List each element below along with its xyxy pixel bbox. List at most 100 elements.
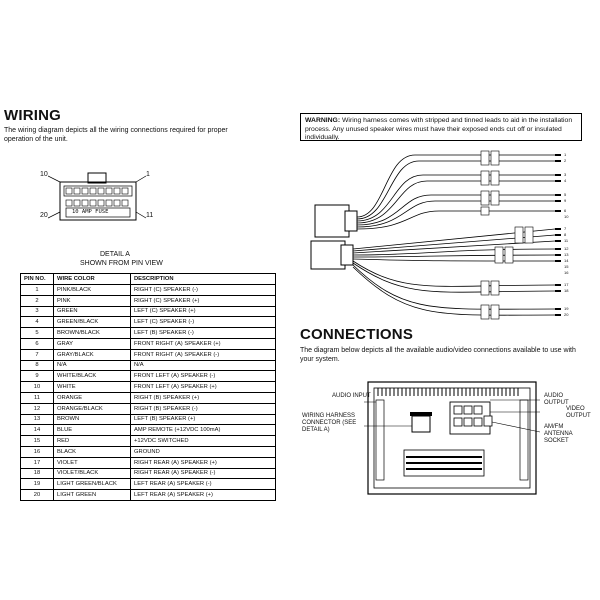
wire-color-cell: PINK (53, 294, 131, 307)
harness-pin-1: 1 (564, 152, 567, 157)
connector-detail-diagram (48, 172, 147, 221)
harness-pin-10: 10 (564, 214, 569, 219)
wire-color-cell: GREEN/BLACK (53, 316, 131, 329)
pin-number-cell: 17 (20, 456, 54, 469)
pin-number-cell: 6 (20, 337, 54, 350)
harness-pin-13: 13 (564, 252, 569, 257)
wiring-harness-diagram (310, 150, 561, 320)
harness-pin-5: 5 (564, 192, 567, 197)
pin-number-cell: 12 (20, 402, 54, 415)
pin-number-cell: 2 (20, 294, 54, 307)
wire-color-cell: PINK/BLACK (53, 284, 131, 296)
description-cell: RIGHT (B) SPEAKER (-) (130, 402, 276, 415)
pin-number-cell: 13 (20, 413, 54, 426)
antenna-socket-label: AM/FM ANTENNA SOCKET (544, 424, 573, 444)
back-panel-diagram (364, 381, 540, 495)
description-cell: AMP REMOTE (+12VDC 100mA) (130, 424, 276, 437)
description-cell: FRONT LEFT (A) SPEAKER (-) (130, 370, 276, 383)
pin-number-cell: 11 (20, 391, 54, 404)
pin-number-cell: 18 (20, 467, 54, 480)
description-cell: RIGHT (C) SPEAKER (-) (130, 284, 276, 296)
wiring-description: The wiring diagram depicts all the wirin… (4, 127, 228, 143)
wire-color-cell: BLUE (53, 424, 131, 437)
warning-label: WARNING: (305, 117, 341, 124)
description-cell: RIGHT REAR (A) SPEAKER (+) (130, 456, 276, 469)
pin-number-cell: 16 (20, 445, 54, 458)
detail-caption-2: SHOWN FROM PIN VIEW (80, 260, 163, 267)
wire-color-cell: GRAY (53, 337, 131, 350)
description-cell: RIGHT (C) SPEAKER (+) (130, 294, 276, 307)
harness-pin-20: 20 (564, 312, 569, 317)
connections-description: The diagram below depicts all the availa… (300, 347, 576, 363)
pin-label-11: 11 (146, 212, 154, 219)
pin-number-cell: 7 (20, 348, 54, 361)
description-cell: LEFT (B) SPEAKER (-) (130, 327, 276, 339)
detail-caption-1: DETAIL A (100, 251, 130, 258)
pin-label-1: 1 (146, 171, 150, 178)
harness-pin-8: 8 (564, 232, 567, 237)
wire-color-cell: GRAY/BLACK (53, 348, 131, 361)
description-cell: +12VDC SWITCHED (130, 435, 276, 447)
wire-color-cell: WHITE/BLACK (53, 370, 131, 383)
wire-color-cell: WHITE (53, 381, 131, 393)
wire-color-cell: GREEN (53, 305, 131, 318)
description-cell: N/A (130, 359, 276, 372)
wire-color-cell: ORANGE (53, 391, 131, 404)
table-header-row: PIN NO. WIRE COLOR DESCRIPTION (20, 273, 276, 285)
wire-color-cell: BLACK (53, 445, 131, 458)
description-cell: LEFT REAR (A) SPEAKER (+) (130, 489, 276, 501)
harness-pin-16: 16 (564, 270, 569, 275)
wire-color-cell: ORANGE/BLACK (53, 402, 131, 415)
wire-color-cell: LIGHT GREEN (53, 489, 131, 501)
description-cell: RIGHT REAR (A) SPEAKER (-) (130, 467, 276, 480)
wire-color-cell: VIOLET (53, 456, 131, 469)
pin-number-cell: 5 (20, 327, 54, 339)
wire-color-cell: BROWN/BLACK (53, 327, 131, 339)
header-pin-no: PIN NO. (20, 273, 54, 285)
pin-number-cell: 10 (20, 381, 54, 393)
pin-number-cell: 19 (20, 478, 54, 491)
harness-pin-14: 14 (564, 258, 569, 263)
description-cell: GROUND (130, 445, 276, 458)
video-output-label: VIDEO OUTPUT (566, 406, 591, 419)
harness-pin-3: 3 (564, 172, 567, 177)
harness-pin-7: 7 (564, 226, 567, 231)
pin-number-cell: 4 (20, 316, 54, 329)
pin-label-20: 20 (40, 212, 48, 219)
fuse-label: 10 AMP FUSE (72, 209, 109, 215)
connections-title: CONNECTIONS (300, 326, 414, 343)
wiring-connector-label: WIRING HARNESS CONNECTOR (SEE DETAIL A) (302, 413, 357, 433)
header-wire-color: WIRE COLOR (53, 273, 131, 285)
wire-color-cell: N/A (53, 359, 131, 372)
warning-text: Wiring harness comes with stripped and t… (305, 117, 573, 142)
pin-number-cell: 9 (20, 370, 54, 383)
header-description: DESCRIPTION (130, 273, 276, 285)
harness-pin-4: 4 (564, 178, 567, 183)
description-cell: FRONT RIGHT (A) SPEAKER (-) (130, 348, 276, 361)
pin-number-cell: 20 (20, 489, 54, 501)
harness-pin-11: 11 (564, 238, 569, 243)
description-cell: FRONT LEFT (A) SPEAKER (+) (130, 381, 276, 393)
audio-input-label: AUDIO INPUT (332, 393, 371, 399)
audio-output-label: AUDIO OUTPUT (544, 393, 569, 406)
harness-pin-9: 9 (564, 198, 567, 203)
wire-color-cell: RED (53, 435, 131, 447)
description-cell: LEFT REAR (A) SPEAKER (-) (130, 478, 276, 491)
harness-pin-19: 19 (564, 306, 569, 311)
